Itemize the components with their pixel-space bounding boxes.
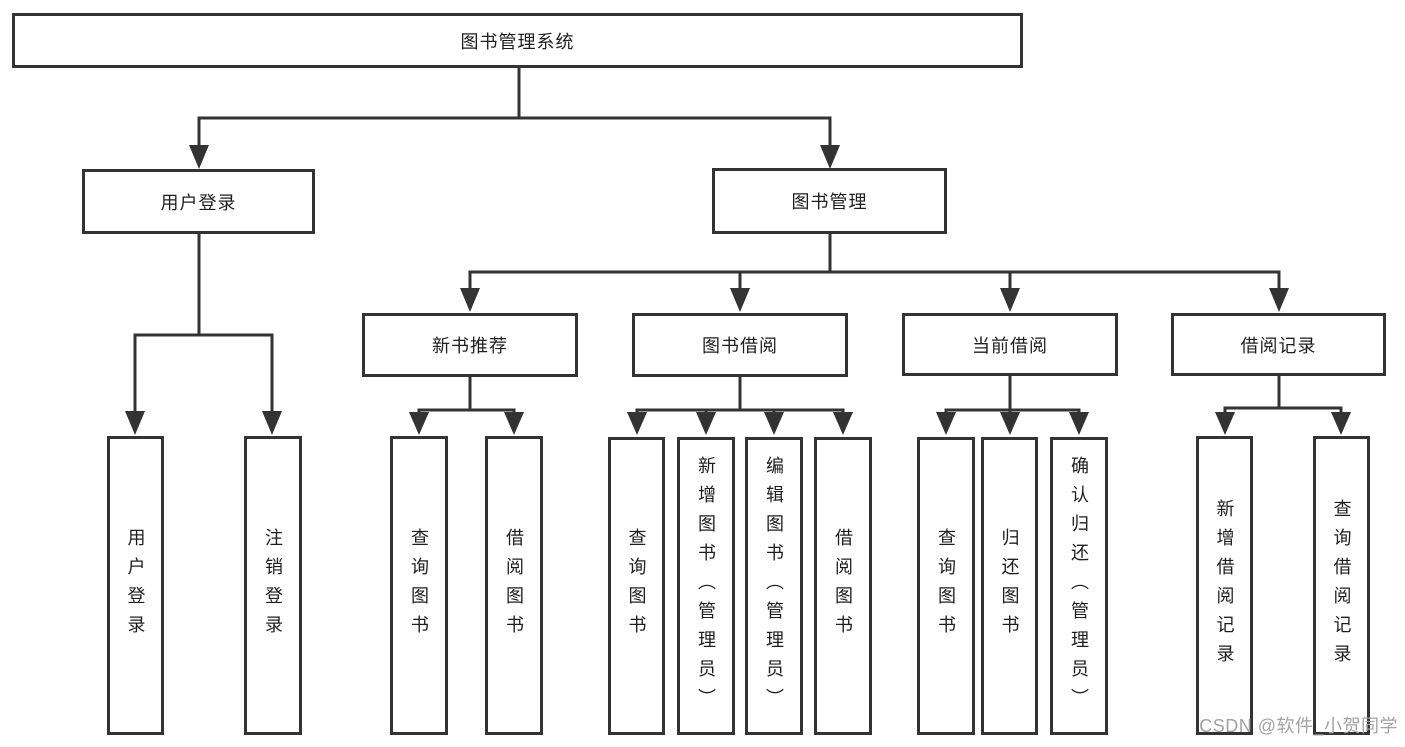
- leaf-user-login-label: 用户登录: [125, 527, 146, 644]
- node-borrowing-records: 借阅记录: [1171, 313, 1386, 376]
- node-book-management: 图书管理: [712, 168, 947, 234]
- leaf-return-books-label: 归还图书: [999, 528, 1020, 644]
- leaf-edit-book-admin: 编辑图书（管理员）: [745, 437, 803, 735]
- leaf-borrow-books-recommend-label: 借阅图书: [504, 527, 524, 644]
- node-new-book-recommendation: 新书推荐: [362, 313, 578, 377]
- leaf-add-borrow-record: 新增借阅记录: [1196, 436, 1253, 735]
- leaf-return-books: 归还图书: [981, 437, 1038, 735]
- leaf-query-books-borrowing: 查询图书: [608, 437, 665, 735]
- leaf-borrow-books-borrowing: 借阅图书: [814, 437, 872, 735]
- leaf-query-books-recommend: 查询图书: [390, 436, 448, 735]
- leaf-user-login: 用户登录: [107, 436, 164, 735]
- leaf-confirm-return-admin-label: 确认归还（管理员）: [1069, 455, 1089, 717]
- node-user-login: 用户登录: [82, 169, 315, 234]
- csdn-watermark: CSDN @软件_小贺同学: [1199, 716, 1398, 736]
- leaf-query-books-borrowing-label: 查询图书: [626, 528, 647, 644]
- leaf-add-borrow-record-label: 新增借阅记录: [1214, 498, 1235, 673]
- leaf-edit-book-admin-label: 编辑图书（管理员）: [764, 455, 784, 717]
- leaf-query-books-current: 查询图书: [917, 437, 975, 735]
- leaf-add-book-admin-label: 新增图书（管理员）: [696, 455, 716, 717]
- node-book-borrowing: 图书借阅: [632, 313, 848, 377]
- leaf-borrow-books-recommend: 借阅图书: [485, 436, 543, 735]
- leaf-query-books-recommend-label: 查询图书: [409, 527, 429, 644]
- node-current-borrowing: 当前借阅: [902, 313, 1118, 376]
- leaf-borrow-books-borrowing-label: 借阅图书: [833, 528, 853, 644]
- leaf-add-book-admin: 新增图书（管理员）: [677, 437, 735, 735]
- leaf-query-borrow-record: 查询借阅记录: [1313, 436, 1370, 735]
- leaf-query-books-current-label: 查询图书: [936, 528, 956, 644]
- leaf-query-borrow-record-label: 查询借阅记录: [1331, 498, 1352, 673]
- leaf-logout-label: 注销登录: [263, 527, 283, 644]
- leaf-confirm-return-admin: 确认归还（管理员）: [1050, 437, 1108, 735]
- leaf-logout: 注销登录: [244, 436, 302, 735]
- node-library-system: 图书管理系统: [12, 13, 1023, 68]
